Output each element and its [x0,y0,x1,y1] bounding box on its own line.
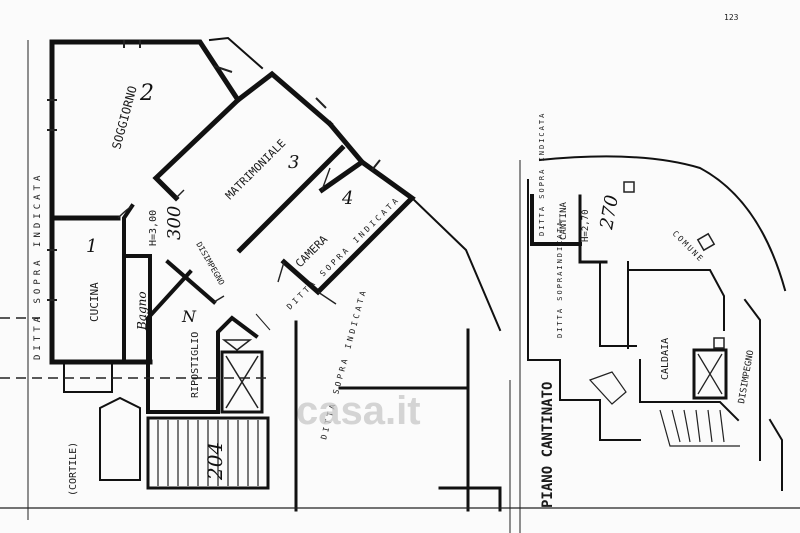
room-label-ripostiglio: RIPOSTIGLIO [190,332,201,398]
room-number-camera: 4 [341,188,353,209]
sheet-borders [0,40,800,533]
handwritten-300: 300 [164,206,185,240]
height-main: H=3,00 [148,210,159,246]
room-label-caldaia: CALDAIA [660,338,671,380]
room-label-cucina: CUCINA [88,282,101,322]
comune-label: COMUNE [671,229,706,264]
cortile-label: (CORTILE) [68,442,79,496]
room-number-matrimoniale: 3 [288,152,299,173]
room-label-cantina: CANTINA [559,201,569,240]
handwritten-204: 204 [203,442,227,481]
ditta-left: DITTA SOPRA INDICATA [33,172,43,360]
apartment-walls [47,36,502,512]
room-label-bagno: Bagno [135,291,149,331]
piano-cantinato: PIANO CANTINATO [540,382,556,508]
cellar-walls [527,155,787,491]
watermark: casa.it [296,389,421,433]
room-number-soggiorno: 2 [139,81,154,106]
ditta-cellar-top: DITTA SOPRA INDICATA [538,112,546,236]
room-label-disimpegno: DISIMPEGNO [194,241,226,287]
height-cantina: H=2,70 [581,209,591,242]
room-number-cucina: 1 [86,236,97,257]
ditta-cellar-left: DITTA SOPRAINDICATA [556,220,564,338]
corner-number: 123 [724,13,739,22]
room-label-soggiorno: SOGGIORNO [109,84,139,150]
room-label-matrimoniale: MATRIMONIALE [223,137,288,202]
room-number-ripostiglio: N [181,307,197,326]
room-label-disimpegno-cellar: DISIMPEGNO [737,349,756,404]
handwritten-270: 270 [596,193,623,231]
